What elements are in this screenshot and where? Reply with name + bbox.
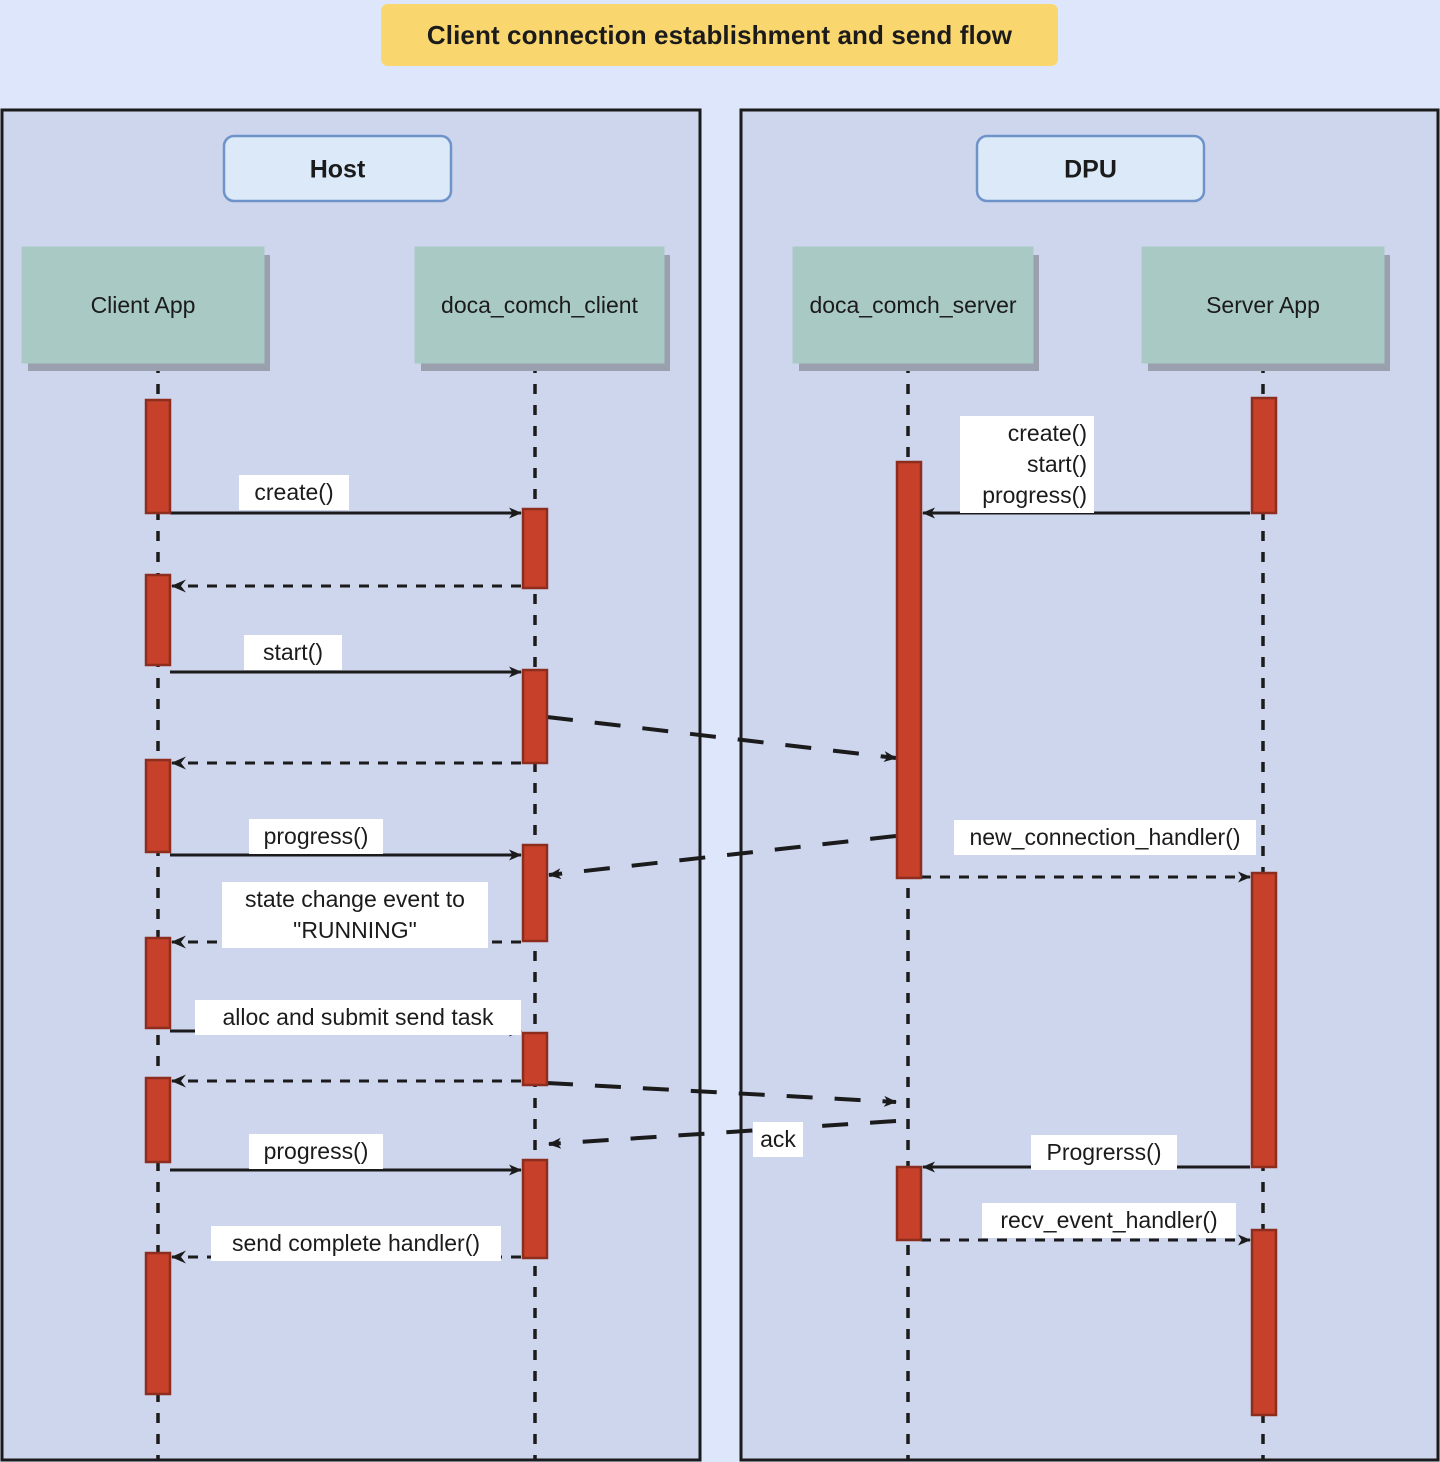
participant-label: doca_comch_server (809, 292, 1016, 318)
label-message-state-change-running: state change event to "RUNNING" (222, 882, 488, 948)
label-background (753, 1122, 803, 1157)
diagram-title-banner: Client connection establishment and send… (381, 4, 1058, 66)
label-text: recv_event_handler() (1000, 1207, 1217, 1233)
message-connect-ack (548, 834, 897, 880)
activation-comch-client-2 (521, 668, 549, 765)
activation-comch-client-3 (521, 843, 549, 943)
participant-label: Client App (91, 292, 196, 318)
activation-client-app-6 (144, 1251, 172, 1396)
label-message-send-complete-handler: send complete handler() (211, 1226, 501, 1261)
participant-box (792, 246, 1034, 364)
label-message-create-client: create() (239, 475, 349, 510)
label-text: progress() (982, 482, 1087, 508)
label-text: Progrerss() (1046, 1139, 1161, 1165)
label-background (239, 475, 349, 510)
label-background (954, 820, 1256, 855)
page-title: Client connection establishment and send… (426, 19, 1013, 50)
label-background (244, 635, 342, 670)
group-headers: Host DPU (222, 134, 1206, 203)
activation-client-app-3 (144, 758, 172, 854)
participant-doca-comch-client: doca_comch_client (414, 246, 670, 371)
label-background (982, 1203, 1236, 1238)
activation-client-app-5 (144, 1076, 172, 1164)
activation-server-app-1 (1250, 396, 1278, 515)
label-text: progress() (264, 823, 369, 849)
participant-box (21, 246, 265, 364)
activation-client-app-1 (144, 398, 172, 515)
participant-box (414, 246, 665, 364)
activation-client-app-4 (144, 936, 172, 1030)
participant-boxes: Client App doca_comch_client doca_comch_se… (21, 246, 1390, 371)
activation-server-app-3 (1250, 1228, 1278, 1417)
activation-client-app-2 (144, 573, 172, 667)
group-header-label: DPU (1064, 156, 1117, 184)
participant-server-app: Server App (1141, 246, 1390, 371)
label-background (249, 1134, 383, 1169)
activation-comch-client-1 (521, 507, 549, 590)
label-message-progress-server: Progrerss() (1031, 1135, 1177, 1170)
message-data-to-server (546, 1081, 897, 1107)
activation-comch-server-2 (895, 1165, 923, 1242)
activation-comch-client-5 (521, 1158, 549, 1260)
dpu-group-header: DPU (975, 134, 1206, 203)
label-message-create-start-progress-server: create() start() progress() (960, 416, 1094, 513)
label-background (222, 882, 488, 948)
activation-bars (144, 396, 1278, 1417)
label-text: send complete handler() (232, 1230, 480, 1256)
participant-box (1141, 246, 1385, 364)
message-ack (548, 1119, 897, 1149)
label-background (211, 1226, 501, 1261)
participant-doca-comch-server: doca_comch_server (792, 246, 1039, 371)
activation-comch-client-4 (521, 1031, 549, 1087)
label-text: ack (760, 1126, 796, 1152)
label-message-alloc-submit-send-task: alloc and submit send task (195, 1000, 521, 1035)
group-header-box (975, 134, 1206, 203)
label-message-progress-client-2: progress() (249, 1134, 383, 1169)
participant-label: doca_comch_client (441, 292, 639, 318)
activation-server-app-2 (1250, 871, 1278, 1169)
label-message-new-connection-handler: new_connection_handler() (954, 820, 1256, 855)
label-text: create() (254, 479, 333, 505)
label-text: progress() (264, 1138, 369, 1164)
label-text: start() (1027, 451, 1087, 477)
label-text: alloc and submit send task (222, 1004, 494, 1030)
participant-client-app: Client App (21, 246, 270, 371)
label-text: "RUNNING" (293, 917, 417, 943)
message-labels: create() create() start() progress() start()… (195, 416, 1256, 1261)
label-text: new_connection_handler() (969, 824, 1240, 850)
group-header-label: Host (310, 156, 366, 184)
host-group-header: Host (222, 134, 453, 203)
label-message-progress-client-1: progress() (249, 819, 383, 854)
label-background (195, 1000, 521, 1035)
label-background (960, 416, 1094, 513)
group-header-box (222, 134, 453, 203)
label-background (249, 819, 383, 854)
label-background (1031, 1135, 1177, 1170)
label-message-start-client: start() (244, 635, 342, 670)
label-text: state change event to (245, 886, 465, 912)
participant-label: Server App (1206, 292, 1320, 318)
message-connect-request (546, 715, 897, 763)
label-text: create() (1008, 420, 1087, 446)
label-text: start() (263, 639, 323, 665)
activation-comch-server-1 (895, 460, 923, 880)
label-message-recv-event-handler: recv_event_handler() (982, 1203, 1236, 1238)
label-message-ack: ack (753, 1122, 803, 1157)
